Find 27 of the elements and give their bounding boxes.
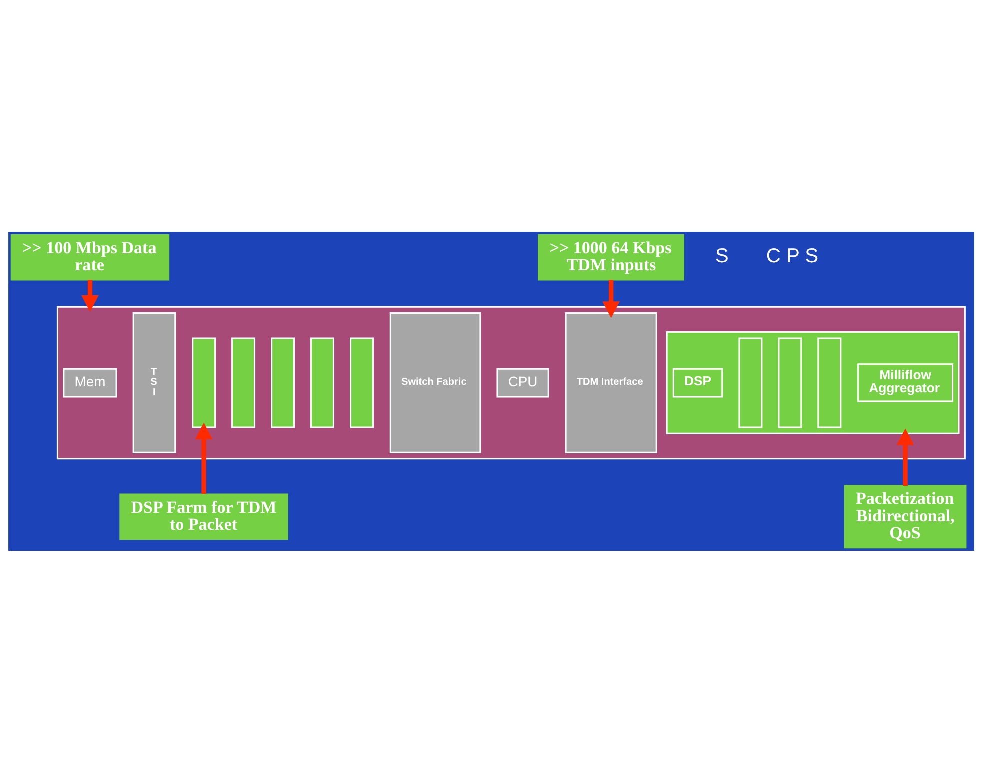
node-box [310,338,335,428]
node-box [738,338,763,428]
cluster [666,332,960,434]
node-box [818,338,842,428]
arrow [602,280,620,318]
node-box: Switch Fabric [390,312,482,454]
node-box: >> 1000 64 Kbps TDM inputs [538,234,684,281]
node-box: CPU [496,368,550,398]
arrow [82,280,99,312]
arrow [195,422,213,494]
node-box: Milliflow Aggregator [858,364,954,402]
node-box: DSP [672,368,724,398]
label: S [715,245,729,268]
node-box [192,338,216,428]
node-box [350,338,374,428]
node-box: Mem [63,368,118,398]
node-box: Packetization Bidirectional, QoS [844,485,967,549]
arrow [896,428,914,486]
node-box: DSP Farm for TDM to Packet [120,494,288,540]
node-box [271,338,296,428]
cluster [56,306,966,460]
node-box [778,338,802,428]
label: C P S [766,245,819,268]
node-box: T S I [132,312,176,454]
node-box: >> 100 Mbps Data rate [10,234,170,281]
node-box: TDM Interface [565,312,658,454]
node-box [232,338,256,428]
